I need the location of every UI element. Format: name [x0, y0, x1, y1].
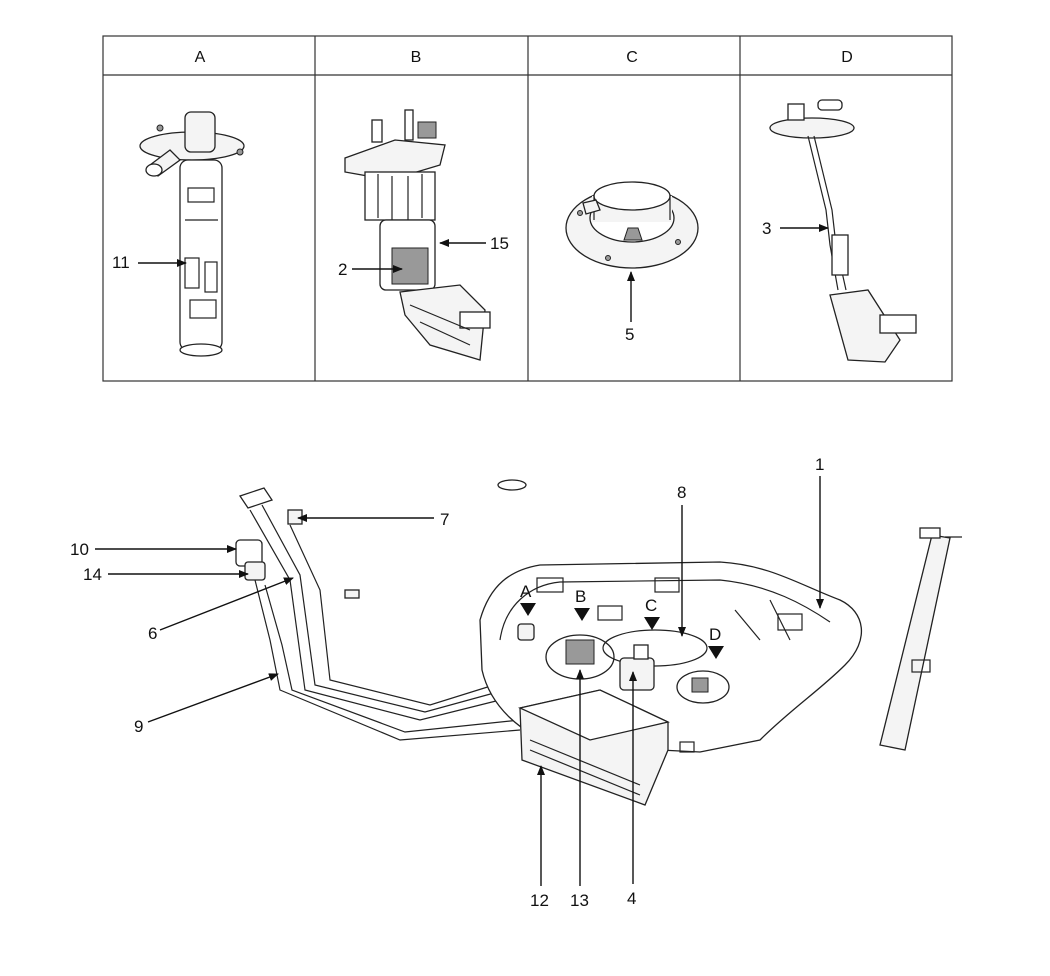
- panel-d-level-sender: [769, 99, 917, 363]
- component-table: A B C D: [102, 35, 953, 382]
- filler-neck-pipe: [344, 479, 527, 654]
- marker-a-pointer: [520, 603, 536, 616]
- callout-6: 6: [148, 624, 157, 643]
- marker-a-label: A: [520, 582, 532, 601]
- column-header-b: B: [411, 49, 422, 66]
- callout-12: 12: [530, 891, 549, 910]
- column-header-d: D: [841, 49, 853, 66]
- callout-3: 3: [762, 219, 771, 238]
- callout-10: 10: [70, 540, 89, 559]
- marker-b-label: B: [575, 587, 586, 606]
- callout-14: 14: [83, 565, 102, 584]
- callout-labels: 11 2 15 5 3 1 8 7 10 14 6 9 12 13 4: [70, 219, 829, 910]
- panel-a-sender-tube: [139, 111, 245, 357]
- leader-9: [147, 673, 279, 723]
- callout-13: 13: [570, 891, 589, 910]
- callout-5: 5: [625, 325, 634, 344]
- marker-c-pointer: [644, 617, 660, 630]
- callout-15: 15: [490, 234, 509, 253]
- column-header-c: C: [626, 49, 638, 66]
- marker-d-label: D: [709, 625, 721, 644]
- fuel-lines: [235, 487, 521, 741]
- leader-6: [159, 577, 294, 631]
- canister: [517, 689, 695, 806]
- marker-d-pointer: [708, 646, 724, 659]
- tank-strap: [879, 527, 962, 751]
- callout-9: 9: [134, 717, 143, 736]
- callout-1: 1: [815, 455, 824, 474]
- tank-opening-markers: A B C D: [520, 582, 724, 659]
- callout-7: 7: [440, 510, 449, 529]
- callout-8: 8: [677, 483, 686, 502]
- callout-11: 11: [112, 253, 130, 272]
- panel-c-cover-plate: [565, 181, 699, 269]
- marker-b-pointer: [574, 608, 590, 621]
- marker-c-label: C: [645, 596, 657, 615]
- callout-2: 2: [338, 260, 347, 279]
- column-header-a: A: [195, 49, 206, 66]
- callout-4: 4: [627, 889, 636, 908]
